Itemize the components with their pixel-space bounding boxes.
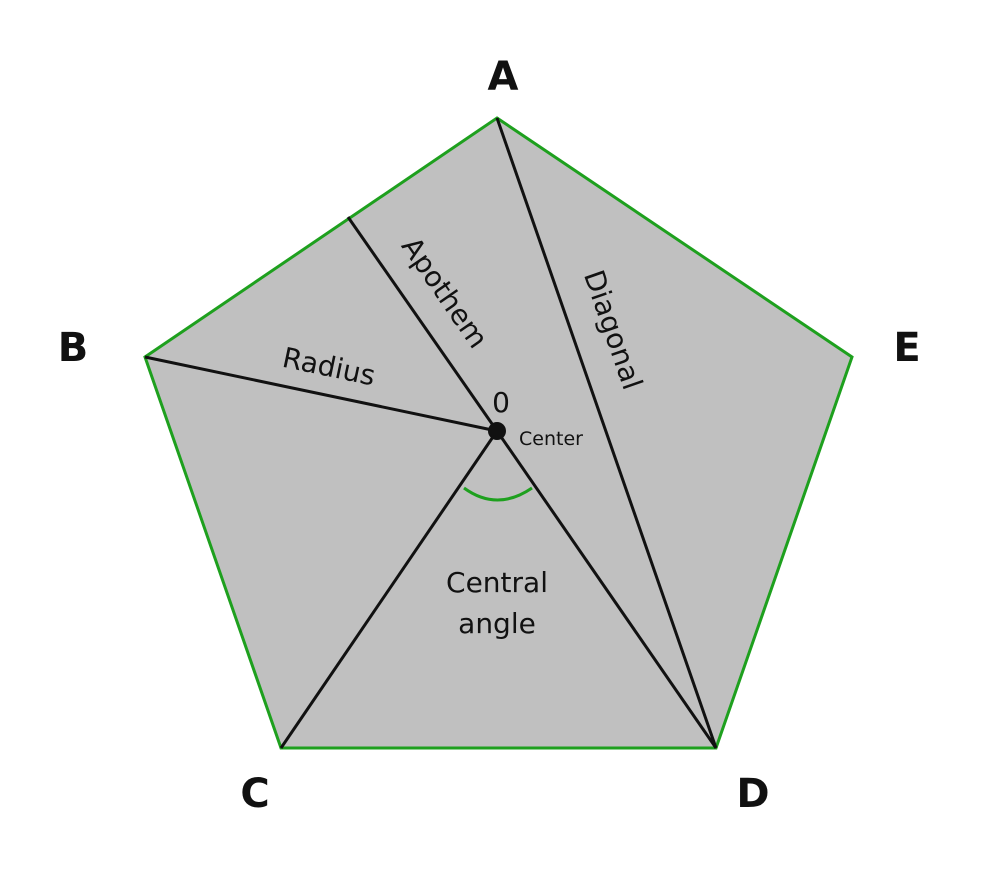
radius-to-d-line xyxy=(495,430,718,749)
central-angle-label-line2: angle xyxy=(458,607,536,640)
center-mark-label: 0 xyxy=(492,386,510,419)
center-label: Center xyxy=(519,428,583,450)
radius-to-c-line xyxy=(279,430,499,749)
apothem-line xyxy=(346,216,499,432)
vertex-label-a: A xyxy=(488,54,519,100)
radius-line xyxy=(144,355,498,433)
vertex-label-e: E xyxy=(893,325,920,371)
center-point xyxy=(488,422,506,440)
vertex-label-b: B xyxy=(58,325,89,371)
central-angle-arc xyxy=(463,486,533,502)
diagonal-line xyxy=(495,117,718,749)
vertex-label-c: C xyxy=(240,771,269,817)
vertex-label-d: D xyxy=(736,771,769,817)
central-angle-label-line1: Central xyxy=(446,566,548,599)
